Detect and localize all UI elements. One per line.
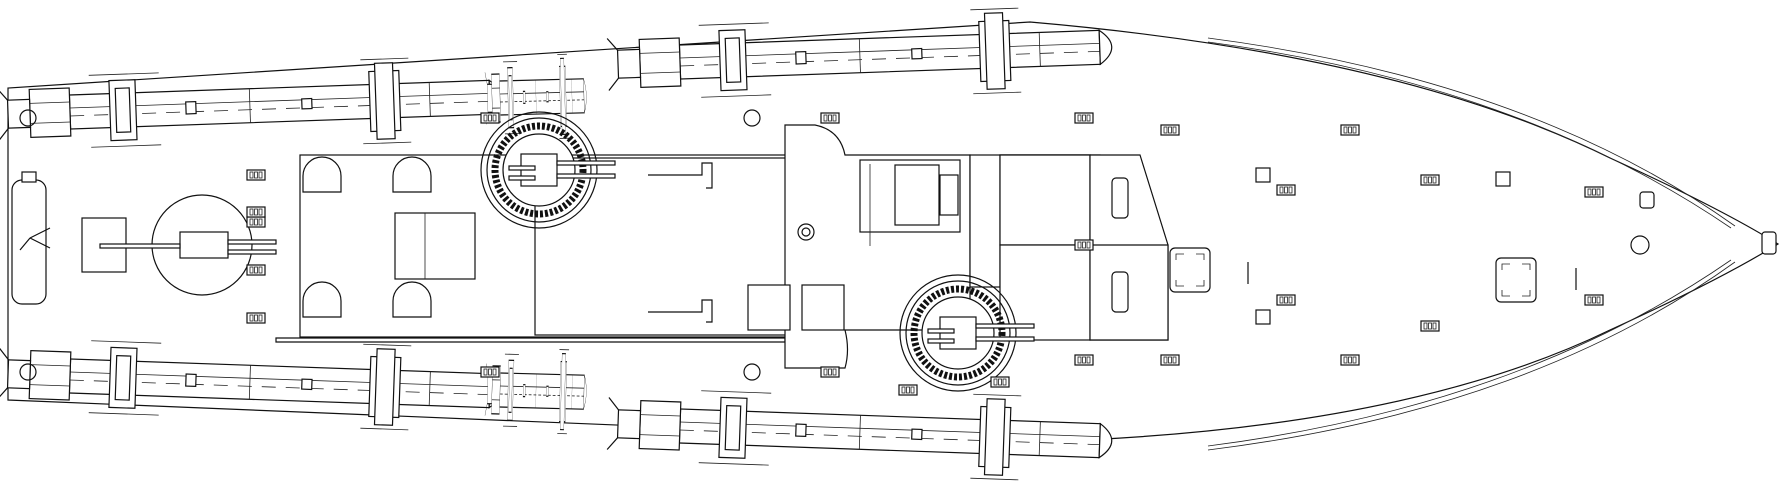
deck-cleat	[990, 376, 1010, 388]
deck-cleat	[480, 112, 500, 124]
deck-cleat	[1160, 354, 1180, 366]
deck-cleat	[1340, 354, 1360, 366]
deck-cleat	[1276, 294, 1296, 306]
deck-cleat	[246, 264, 266, 276]
deck-hatch	[392, 156, 432, 193]
deck-cleat	[1074, 239, 1094, 251]
deck-cleat	[820, 366, 840, 378]
torpedo-tube	[0, 54, 504, 158]
torpedo-tube	[605, 4, 1114, 108]
deck-cleat	[1584, 186, 1604, 198]
deck-cleat	[1584, 294, 1604, 306]
deck-hatch	[302, 281, 342, 318]
deck-cleat	[246, 312, 266, 324]
deck-cleat	[480, 366, 500, 378]
deck-hatch	[392, 281, 432, 318]
deck-hatch	[302, 156, 342, 193]
hull	[7, 21, 1780, 451]
deck-cleat	[898, 384, 918, 396]
deck-cleat	[1074, 354, 1094, 366]
deck-cleat	[1276, 184, 1296, 196]
deck-cleat	[1420, 174, 1440, 186]
misc-fittings	[19, 109, 1655, 381]
deck-cleat	[1340, 124, 1360, 136]
deck-cleat	[1160, 124, 1180, 136]
superstructure	[275, 124, 1169, 369]
deck-cleat	[246, 206, 266, 218]
deck-cleat	[1420, 320, 1440, 332]
torpedo-tube	[605, 380, 1114, 484]
deck-cleat	[246, 169, 266, 181]
square-hatch	[1169, 247, 1211, 293]
aft-gun-mount	[11, 171, 277, 305]
deck-cleat	[246, 216, 266, 228]
square-hatch	[1495, 257, 1537, 303]
deck-cleat	[820, 112, 840, 124]
deck-cleat	[1074, 112, 1094, 124]
